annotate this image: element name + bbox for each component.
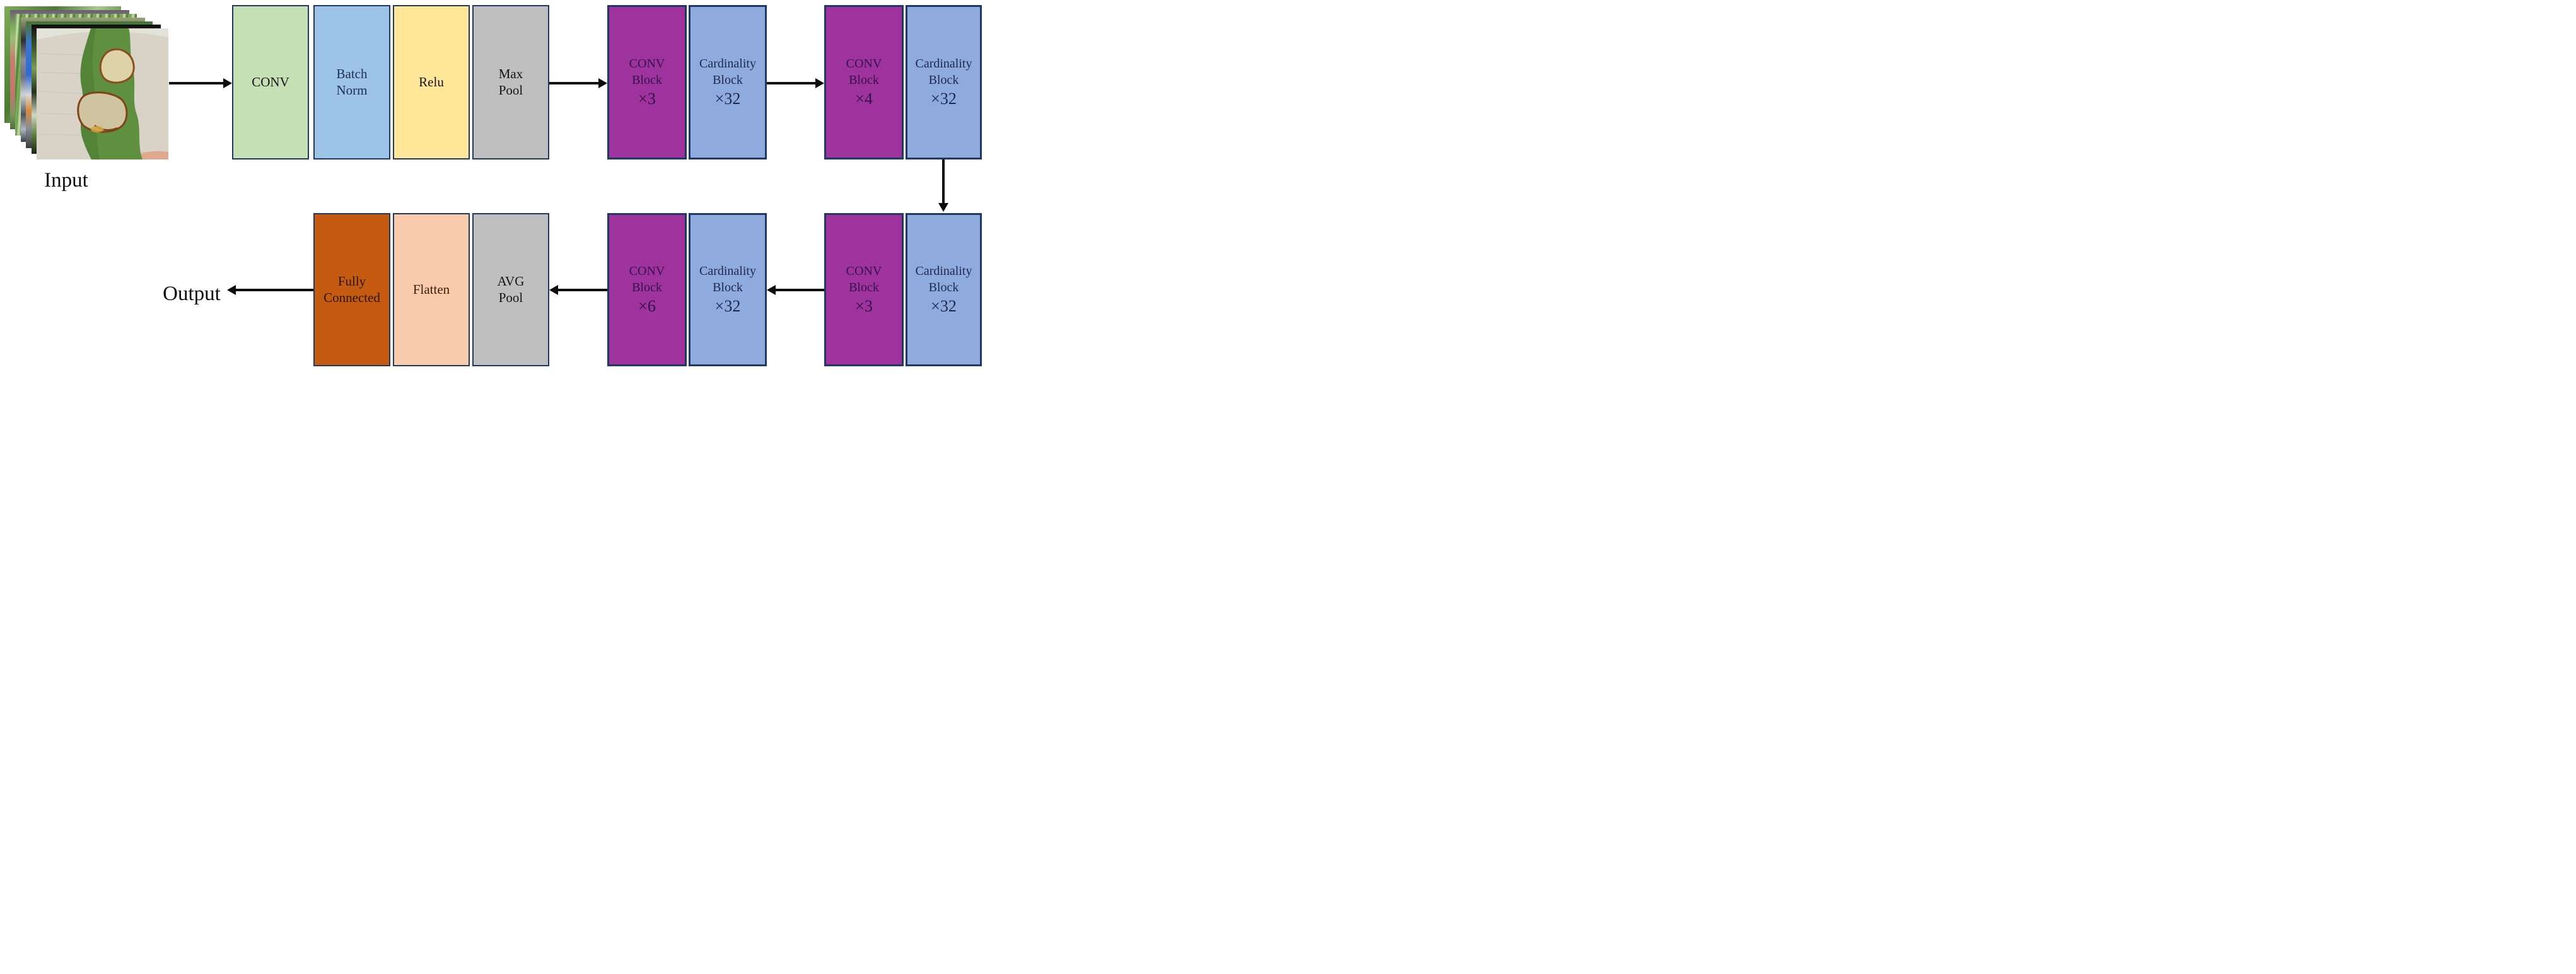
arrow-down-icon xyxy=(938,203,948,212)
arrow-left-icon xyxy=(549,285,558,295)
stage2-conv-label: CONV Block xyxy=(629,56,665,87)
stage4-cardinality-label: Cardinality Block xyxy=(915,264,972,294)
architecture-diagram: Input CONV Batch Norm Relu Max Pool CONV… xyxy=(0,0,989,374)
stage3-cardinality-label: Cardinality Block xyxy=(915,56,972,87)
stage3-conv-label: CONV Block xyxy=(846,56,882,87)
arrow-right-icon xyxy=(815,78,824,88)
input-label: Input xyxy=(44,169,88,192)
stage5-cardinality-label: Cardinality Block xyxy=(699,264,756,294)
output-label: Output xyxy=(163,282,221,305)
arrow-right-icon xyxy=(598,78,607,88)
stage4-cardinality-block: Cardinality Block ×32 xyxy=(906,213,982,366)
stage2-cardinality-multiplier: ×32 xyxy=(714,90,741,108)
arrow-left-icon xyxy=(767,285,776,295)
max-pool-label: Max Pool xyxy=(498,66,523,98)
stage4-conv-multiplier: ×3 xyxy=(855,297,873,316)
stage5-cardinality-multiplier: ×32 xyxy=(714,297,741,316)
conv-layer-label: CONV xyxy=(252,74,289,90)
avg-pool-label: AVG Pool xyxy=(497,273,525,305)
stage4-conv-block: CONV Block ×3 xyxy=(824,213,904,366)
avg-pool-block: AVG Pool xyxy=(472,213,549,366)
batch-norm-block: Batch Norm xyxy=(313,5,390,159)
stage4-cardinality-multiplier: ×32 xyxy=(931,297,957,316)
stage5-conv-block: CONV Block ×6 xyxy=(607,213,687,366)
stage3-cardinality-multiplier: ×32 xyxy=(931,90,957,108)
stage3-conv-multiplier: ×4 xyxy=(855,90,873,108)
fully-connected-block: Fully Connected xyxy=(313,213,390,366)
stage5-cardinality-block: Cardinality Block ×32 xyxy=(689,213,767,366)
flatten-block: Flatten xyxy=(393,213,470,366)
stage3-cardinality-block: Cardinality Block ×32 xyxy=(906,5,982,159)
input-leaf-image xyxy=(37,28,168,159)
relu-label: Relu xyxy=(419,74,444,90)
stage2-cardinality-label: Cardinality Block xyxy=(699,56,756,87)
stage2-conv-multiplier: ×3 xyxy=(638,90,656,108)
arrow-right-icon xyxy=(223,78,232,88)
flatten-label: Flatten xyxy=(412,281,450,297)
fully-connected-label: Fully Connected xyxy=(323,273,380,305)
stage3-conv-block: CONV Block ×4 xyxy=(824,5,904,159)
stage5-conv-multiplier: ×6 xyxy=(638,297,656,316)
stage4-conv-label: CONV Block xyxy=(846,264,882,294)
batch-norm-label: Batch Norm xyxy=(336,66,368,98)
conv-layer-block: CONV xyxy=(232,5,309,159)
relu-block: Relu xyxy=(393,5,470,159)
max-pool-block: Max Pool xyxy=(472,5,549,159)
arrow-left-icon xyxy=(227,285,236,295)
stage2-cardinality-block: Cardinality Block ×32 xyxy=(689,5,767,159)
stage5-conv-label: CONV Block xyxy=(629,264,665,294)
stage2-conv-block: CONV Block ×3 xyxy=(607,5,687,159)
